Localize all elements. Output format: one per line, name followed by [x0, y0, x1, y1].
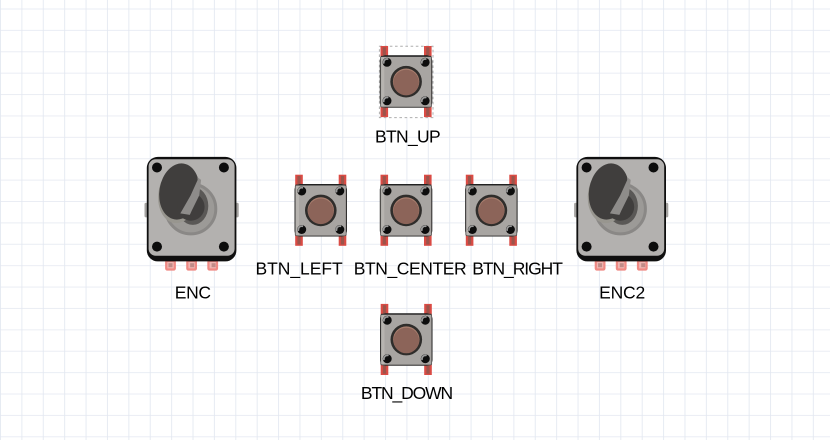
svg-text:BTN_LEFT: BTN_LEFT: [256, 258, 343, 279]
svg-text:ENC2: ENC2: [599, 282, 645, 302]
svg-text:BTN_CENTER: BTN_CENTER: [354, 258, 467, 279]
svg-text:BTN_RIGHT: BTN_RIGHT: [472, 258, 563, 279]
svg-text:BTN_UP: BTN_UP: [375, 126, 441, 147]
svg-text:BTN_DOWN: BTN_DOWN: [361, 383, 453, 404]
svg-text:ENC: ENC: [175, 282, 211, 302]
